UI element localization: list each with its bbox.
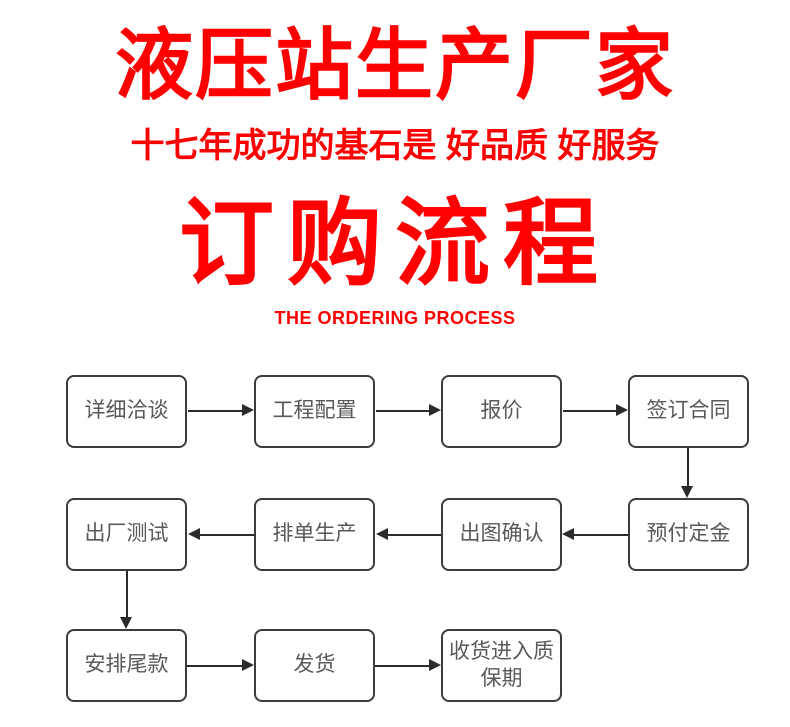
flow-box-label: 发货 <box>293 653 336 677</box>
arrow-right-icon <box>375 659 441 671</box>
flow-box-production-scheduling: 排单生产 <box>254 498 375 571</box>
flow-box-label: 签订合同 <box>646 399 731 423</box>
arrow-right-icon <box>188 404 254 416</box>
arrow-left-icon <box>376 528 441 540</box>
ordering-flowchart: 详细洽谈 工程配置 报价 签订合同 出厂测试 排单生产 出图确认 预付定金 安排… <box>0 360 790 727</box>
flow-box-label: 报价 <box>480 399 523 423</box>
main-title: 液压站生产厂家 <box>114 21 675 109</box>
arrow-left-icon <box>188 528 254 540</box>
flow-box-shipping: 发货 <box>254 629 375 702</box>
flow-box-advance-deposit: 预付定金 <box>628 498 749 571</box>
flow-box-label: 预付定金 <box>646 522 731 546</box>
flow-box-sign-contract: 签订合同 <box>628 375 749 448</box>
flow-box-factory-testing: 出厂测试 <box>66 498 187 571</box>
flow-box-label: 出厂测试 <box>84 522 169 546</box>
flow-box-drawing-confirmation: 出图确认 <box>441 498 562 571</box>
sub-title: 十七年成功的基石是 好品质 好服务 <box>130 127 660 165</box>
arrow-right-icon <box>187 659 254 671</box>
flow-box-label: 详细洽谈 <box>84 399 169 423</box>
arrow-down-icon <box>681 448 693 498</box>
flow-box-quotation: 报价 <box>441 375 562 448</box>
flow-box-final-payment: 安排尾款 <box>66 629 187 702</box>
flow-box-label: 安排尾款 <box>84 653 169 677</box>
section-title: 订购流程 <box>178 191 611 297</box>
arrow-down-icon <box>120 571 132 629</box>
flow-box-label: 出图确认 <box>459 522 544 546</box>
flow-box-engineering-configuration: 工程配置 <box>254 375 375 448</box>
arrow-right-icon <box>376 404 441 416</box>
arrow-right-icon <box>563 404 628 416</box>
flow-box-label: 收货进入质保期 <box>449 640 554 690</box>
flow-box-label: 工程配置 <box>272 399 357 423</box>
section-subtitle-english: THE ORDERING PROCESS <box>274 308 516 328</box>
flow-box-detailed-negotiation: 详细洽谈 <box>66 375 187 448</box>
arrow-left-icon <box>562 528 628 540</box>
flow-box-receive-goods-warranty: 收货进入质保期 <box>441 629 562 702</box>
flow-box-label: 排单生产 <box>272 522 357 546</box>
